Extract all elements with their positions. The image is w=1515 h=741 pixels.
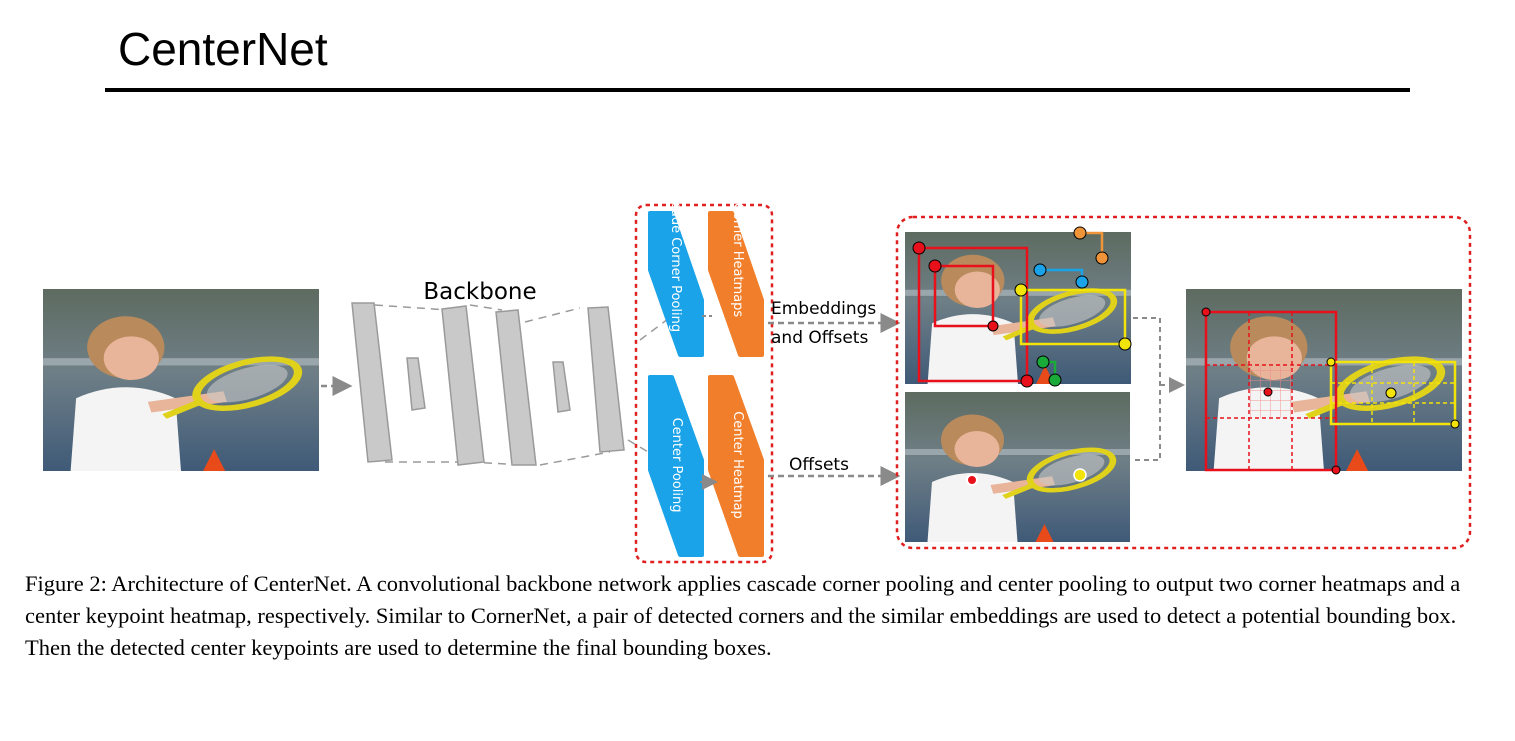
corner-detection-image	[905, 226, 1131, 388]
backbone-network	[351, 302, 681, 466]
svg-text:Cascade Corner Pooling: Cascade Corner Pooling	[668, 178, 683, 332]
backbone-label: Backbone	[423, 279, 536, 305]
corner-heatmaps-block: Corner Heatmaps	[708, 203, 764, 357]
pooling-group-box	[634, 203, 774, 564]
svg-text:Corner Heatmaps: Corner Heatmaps	[730, 203, 745, 318]
center-detection-image	[905, 392, 1130, 542]
slide-title: CenterNet	[118, 23, 328, 75]
center-heatmap-block: Center Heatmap	[708, 375, 764, 557]
svg-text:Center Pooling: Center Pooling	[669, 418, 684, 513]
center-pooling-block: Center Pooling	[648, 375, 704, 557]
cascade-corner-pooling-block: Cascade Corner Pooling	[648, 178, 704, 357]
offsets-label: Offsets	[789, 455, 849, 475]
embeddings-label-2: and Offsets	[771, 328, 868, 348]
embeddings-label-1: Embeddings	[771, 299, 876, 319]
final-output-image	[1186, 289, 1462, 474]
input-image	[43, 289, 319, 471]
detection-group-box	[895, 215, 1472, 550]
figure-caption: Figure 2: Architecture of CenterNet. A c…	[25, 571, 1461, 660]
svg-text:Center Heatmap: Center Heatmap	[730, 411, 745, 519]
title-underline	[105, 88, 1410, 92]
